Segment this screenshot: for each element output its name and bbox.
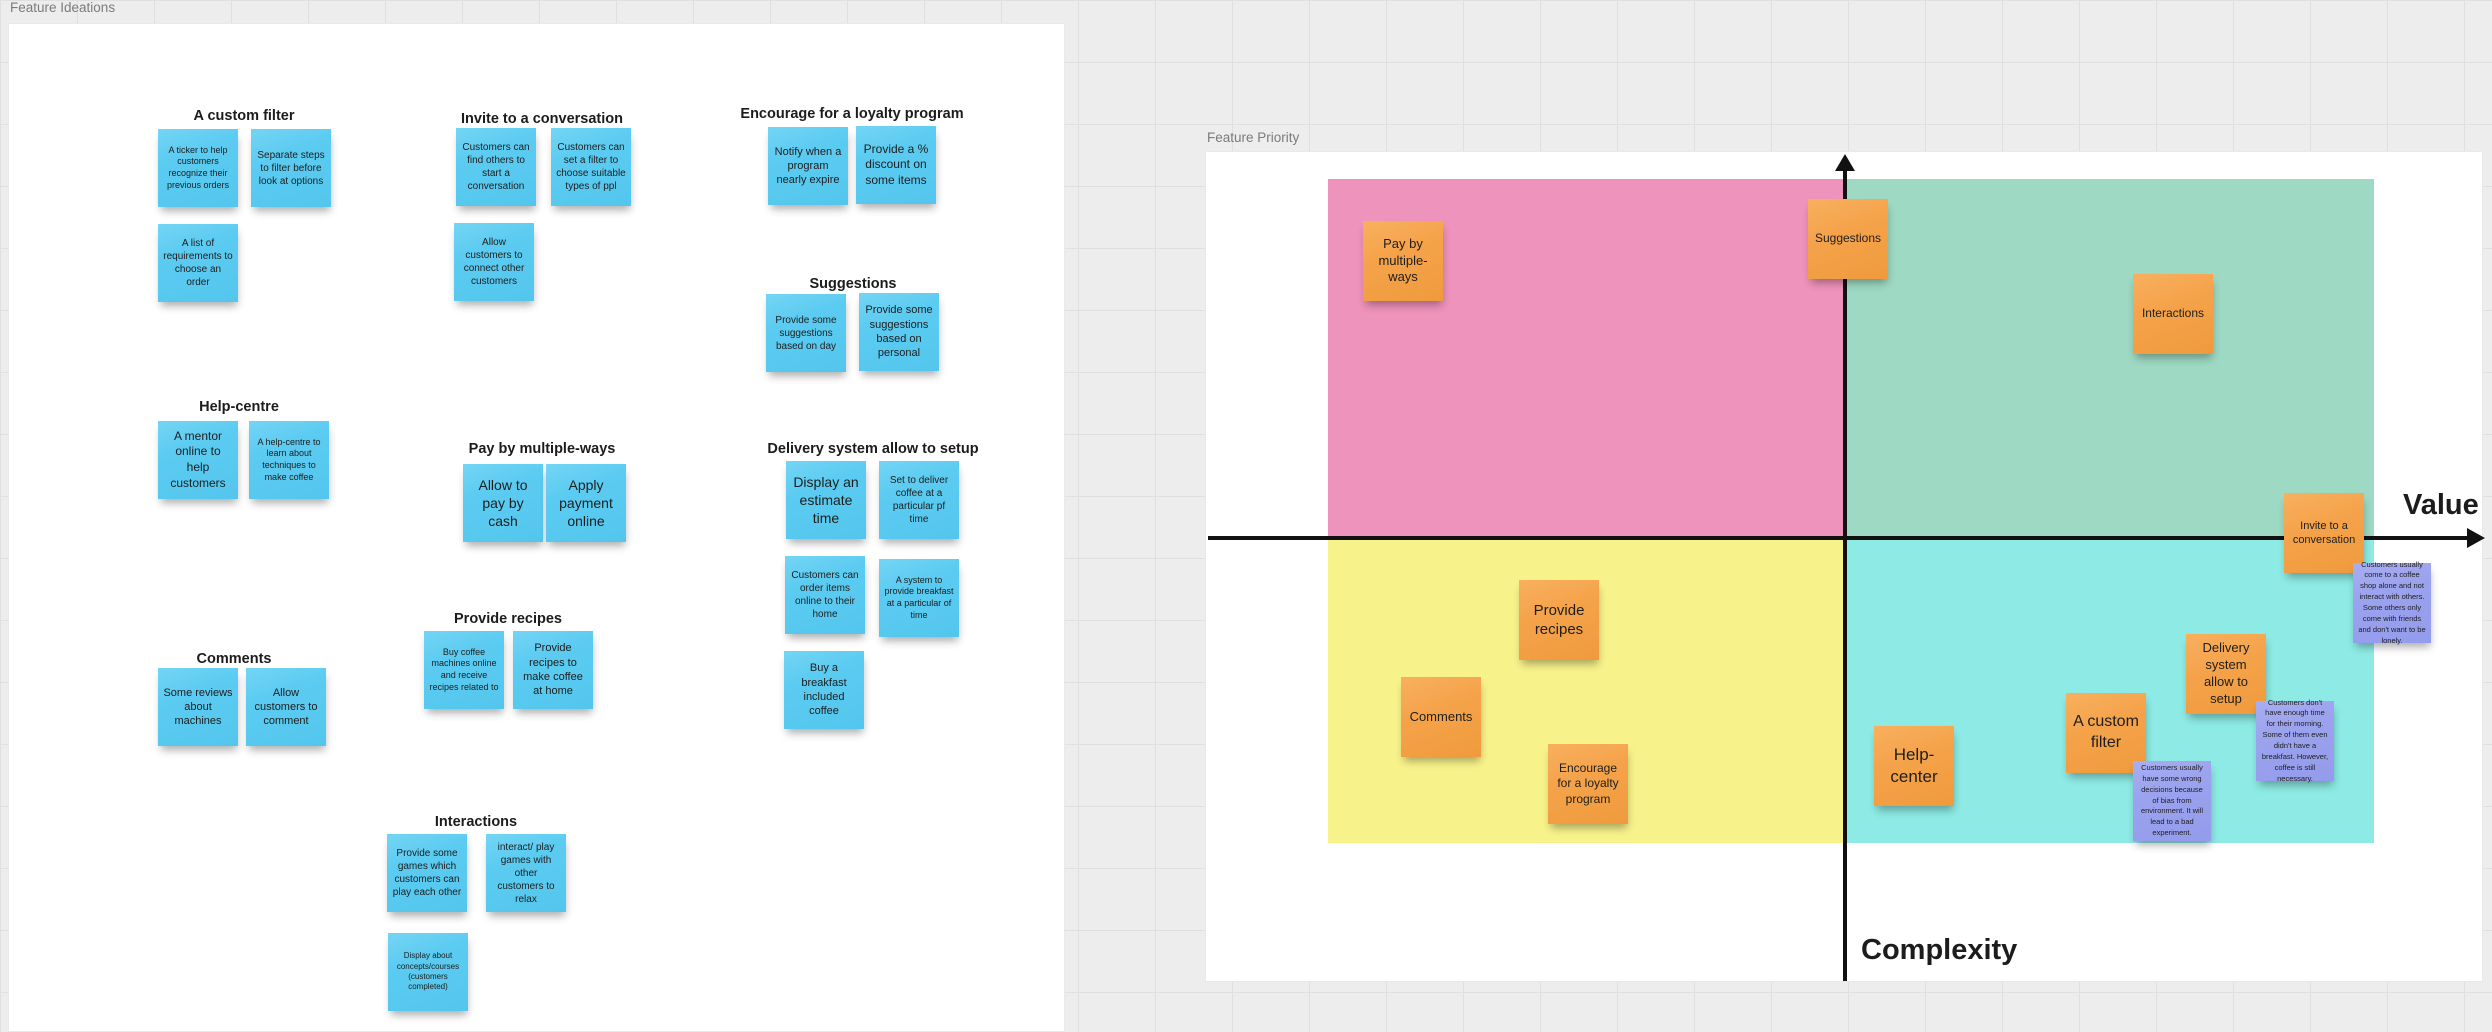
value-axis-arrowhead xyxy=(2467,528,2485,548)
sticky-note[interactable]: Allow customers to connect other custome… xyxy=(454,223,534,301)
sticky-note[interactable]: Allow customers to comment xyxy=(246,668,326,746)
cluster-heading-custom-filter[interactable]: A custom filter xyxy=(193,108,295,124)
sticky-note[interactable]: A mentor online to help customers xyxy=(158,421,238,499)
sticky-note-feature[interactable]: Help-center xyxy=(1874,726,1954,806)
sticky-note[interactable]: A ticker to help customers recognize the… xyxy=(158,129,238,207)
sticky-note[interactable]: A help-centre to learn about techniques … xyxy=(249,421,329,499)
cluster-heading-provide-recipes[interactable]: Provide recipes xyxy=(454,611,562,627)
cluster-heading-interactions[interactable]: Interactions xyxy=(434,814,518,830)
sticky-note-feature[interactable]: Suggestions xyxy=(1808,199,1888,279)
sticky-note[interactable]: Notify when a program nearly expire xyxy=(768,127,848,205)
sticky-note-feature[interactable]: Provide recipes xyxy=(1519,580,1599,660)
sticky-note[interactable]: Customers can find others to start a con… xyxy=(456,128,536,206)
sticky-note[interactable]: Provide some suggestions based on person… xyxy=(859,293,939,371)
priority-frame: Value Complexity Pay by multiple-ways Su… xyxy=(1205,151,2485,982)
sticky-note[interactable]: Provide recipes to make coffee at home xyxy=(513,631,593,709)
sticky-note-feature[interactable]: Pay by multiple-ways xyxy=(1363,221,1443,301)
cluster-heading-pay-multiple-ways[interactable]: Pay by multiple-ways xyxy=(468,441,616,457)
sticky-note[interactable]: interact/ play games with other customer… xyxy=(486,834,566,912)
sticky-note[interactable]: Provide a % discount on some items xyxy=(856,126,936,204)
sticky-note[interactable]: Set to deliver coffee at a particular pf… xyxy=(879,461,959,539)
cluster-heading-help-centre[interactable]: Help-centre xyxy=(199,399,279,415)
cluster-heading-invite-conversation[interactable]: Invite to a conversation xyxy=(461,111,623,127)
sticky-note[interactable]: Customers can order items online to thei… xyxy=(785,556,865,634)
priority-frame-label[interactable]: Feature Priority xyxy=(1207,130,1300,145)
cluster-heading-suggestions[interactable]: Suggestions xyxy=(809,276,897,292)
sticky-note-insight[interactable]: Customers usually have some wrong decisi… xyxy=(2133,761,2211,841)
insight-note-text: Customers usually come to a coffee shop … xyxy=(2358,559,2426,645)
sticky-note-feature[interactable]: Encourage for a loyalty program xyxy=(1548,744,1628,824)
complexity-axis-arrowhead xyxy=(1835,154,1855,171)
sticky-note[interactable]: A list of requirements to choose an orde… xyxy=(158,224,238,302)
sticky-note-feature[interactable]: Comments xyxy=(1401,677,1481,757)
insight-note-text: Customers don't have enough time for the… xyxy=(2261,697,2329,783)
sticky-note[interactable]: Separate steps to filter before look at … xyxy=(251,129,331,207)
sticky-note[interactable]: Apply payment online xyxy=(546,464,626,542)
sticky-note[interactable]: Display an estimate time xyxy=(786,461,866,539)
value-axis-label[interactable]: Value xyxy=(2403,489,2479,521)
sticky-note[interactable]: Buy coffee machines online and receive r… xyxy=(424,631,504,709)
sticky-note-feature[interactable]: Interactions xyxy=(2133,274,2213,354)
sticky-note-feature[interactable]: A custom filter xyxy=(2066,693,2146,773)
sticky-note-insight[interactable]: Customers usually come to a coffee shop … xyxy=(2353,560,2431,645)
ideation-frame: A custom filter A ticker to help custome… xyxy=(8,23,1065,1032)
cluster-heading-comments[interactable]: Comments xyxy=(196,651,272,667)
sticky-note[interactable]: Provide some games which customers can p… xyxy=(387,834,467,912)
ideation-frame-label[interactable]: Feature Ideations xyxy=(10,0,116,15)
insight-note-text: Customers usually have some wrong decisi… xyxy=(2140,762,2204,838)
cluster-heading-delivery-system[interactable]: Delivery system allow to setup xyxy=(767,441,979,457)
sticky-note[interactable]: Buy a breakfast included coffee xyxy=(784,651,864,729)
sticky-note[interactable]: Some reviews about machines xyxy=(158,668,238,746)
sticky-note[interactable]: A system to provide breakfast at a parti… xyxy=(879,559,959,637)
value-axis-line[interactable] xyxy=(1208,536,2468,540)
sticky-note-feature[interactable]: Delivery system allow to setup xyxy=(2186,634,2266,714)
complexity-axis-label[interactable]: Complexity xyxy=(1861,934,2018,966)
sticky-note-insight[interactable]: Customers don't have enough time for the… xyxy=(2256,698,2334,783)
sticky-note[interactable]: Provide some suggestions based on day xyxy=(766,294,846,372)
cluster-heading-loyalty-program[interactable]: Encourage for a loyalty program xyxy=(740,106,964,122)
sticky-note[interactable]: Display about concepts/courses (customer… xyxy=(388,933,468,1011)
quadrant-high-value-high-complexity[interactable] xyxy=(1845,179,2374,538)
complexity-axis-line[interactable] xyxy=(1843,170,1847,981)
sticky-note[interactable]: Customers can set a filter to choose sui… xyxy=(551,128,631,206)
sticky-note[interactable]: Allow to pay by cash xyxy=(463,464,543,542)
sticky-note-feature[interactable]: Invite to a conversation xyxy=(2284,493,2364,573)
